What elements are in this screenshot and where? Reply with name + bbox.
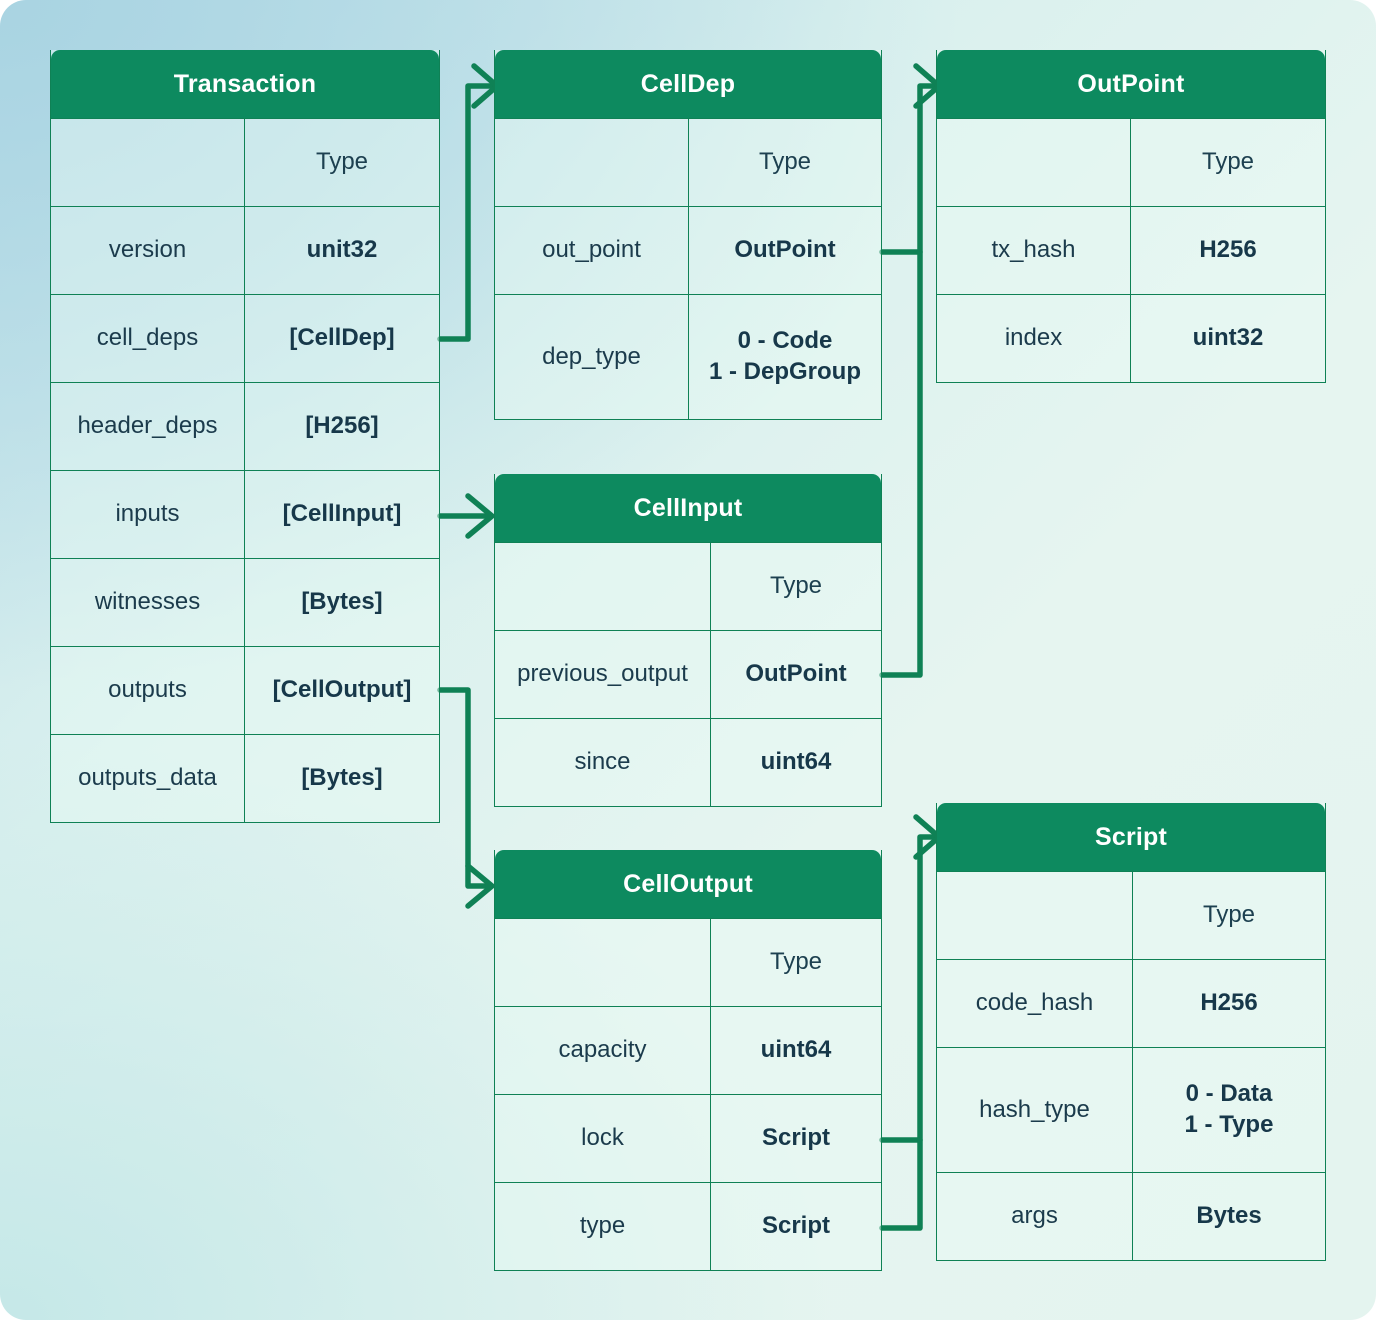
entity-outpoint-title: OutPoint [937,50,1325,118]
field-name: capacity [495,1007,711,1094]
connector-cell-deps-to-celldep [437,83,497,342]
table-row: hash_type 0 - Data 1 - Type [937,1047,1325,1172]
field-name: outputs_data [51,735,245,822]
column-header-type: Type [315,148,369,176]
field-type-line: 1 - DepGroup [708,358,861,385]
column-header-name [937,872,1133,959]
table-row-header: Type [495,918,881,1006]
table-row: tx_hash H256 [937,206,1325,294]
table-row: previous_output OutPoint [495,630,881,718]
entity-cellinput: CellInput Type previous_output OutPoint … [494,474,882,807]
field-type: Script [761,1124,830,1152]
field-name: witnesses [51,559,245,646]
field-name: cell_deps [51,295,245,382]
field-type: [Bytes] [301,764,383,792]
entity-celldep-title: CellDep [495,50,881,118]
table-row: args Bytes [937,1172,1325,1260]
table-row-header: Type [937,871,1325,959]
table-row: lock Script [495,1094,881,1182]
field-type: 0 - Data 1 - Type [1133,1048,1325,1172]
field-name: outputs [51,647,245,734]
column-header-type: Type [769,572,823,600]
field-name: lock [495,1095,711,1182]
field-type: uint64 [760,1036,832,1064]
entity-celloutput-title: CellOutput [495,850,881,918]
field-type: OutPoint [745,660,847,688]
entity-script: Script Type code_hash H256 hash_type 0 -… [936,803,1326,1261]
column-header-name [51,119,245,206]
field-type: [Bytes] [301,588,383,616]
field-name: version [51,207,245,294]
entity-celldep: CellDep Type out_point OutPoint dep_type… [494,50,882,420]
table-row: index uint32 [937,294,1325,382]
field-type: [H256] [305,412,379,440]
field-name: header_deps [51,383,245,470]
table-row: dep_type 0 - Code 1 - DepGroup [495,294,881,419]
table-row: version unit32 [51,206,439,294]
column-header-name [937,119,1131,206]
table-row-header: Type [495,542,881,630]
table-row: out_point OutPoint [495,206,881,294]
column-header-name [495,919,711,1006]
field-name: inputs [51,471,245,558]
entity-transaction-title: Transaction [51,50,439,118]
field-name: tx_hash [937,207,1131,294]
field-name: since [495,719,711,806]
table-row: outputs_data [Bytes] [51,734,439,822]
table-row: header_deps [H256] [51,382,439,470]
field-type: unit32 [306,236,378,264]
field-type: uint32 [1192,324,1264,352]
field-type-line: 0 - Code [737,327,833,355]
table-row-header: Type [937,118,1325,206]
arrowhead-cellinput [465,493,495,539]
table-row: inputs [CellInput] [51,470,439,558]
field-name: index [937,295,1131,382]
field-name: args [937,1173,1133,1260]
connector-script-from-lock [879,834,939,1143]
field-name: previous_output [495,631,711,718]
field-name: type [495,1183,711,1270]
field-type-line: 1 - Type [1184,1111,1274,1138]
field-name: out_point [495,207,689,294]
field-type-line: 0 - Data [1185,1080,1273,1108]
entity-outpoint: OutPoint Type tx_hash H256 index uint32 [936,50,1326,383]
field-type: H256 [1200,989,1258,1017]
field-type: [CellDep] [289,324,395,352]
entity-script-title: Script [937,803,1325,871]
column-header-type: Type [758,148,812,176]
column-header-name [495,543,711,630]
arrowhead-celloutput [465,863,495,909]
entity-transaction: Transaction Type version unit32 cell_dep… [50,50,440,823]
column-header-name [495,119,689,206]
table-row: outputs [CellOutput] [51,646,439,734]
field-type: [CellOutput] [272,676,412,704]
field-name: dep_type [495,295,689,419]
entity-celloutput: CellOutput Type capacity uint64 lock Scr… [494,850,882,1271]
field-name: code_hash [937,960,1133,1047]
table-row: type Script [495,1182,881,1270]
column-header-type: Type [769,948,823,976]
table-row-header: Type [495,118,881,206]
field-type: Script [761,1212,830,1240]
column-header-type: Type [1201,148,1255,176]
field-type: OutPoint [734,236,836,264]
field-type: [CellInput] [282,500,402,528]
table-row: cell_deps [CellDep] [51,294,439,382]
connector-outputs-to-celloutput [437,687,491,889]
connector-outpoint-from-celldep [879,83,939,255]
table-row: since uint64 [495,718,881,806]
table-row: capacity uint64 [495,1006,881,1094]
table-row: code_hash H256 [937,959,1325,1047]
field-type: Bytes [1196,1202,1262,1230]
table-row: witnesses [Bytes] [51,558,439,646]
table-row-header: Type [51,118,439,206]
field-type: H256 [1199,236,1257,264]
field-name: hash_type [937,1048,1133,1172]
connector-script-from-type [879,1137,923,1231]
field-type: 0 - Code 1 - DepGroup [689,295,881,419]
column-header-type: Type [1202,901,1256,929]
entity-cellinput-title: CellInput [495,474,881,542]
connector-outpoint-from-cellinput [879,249,923,678]
field-type: uint64 [760,748,832,776]
